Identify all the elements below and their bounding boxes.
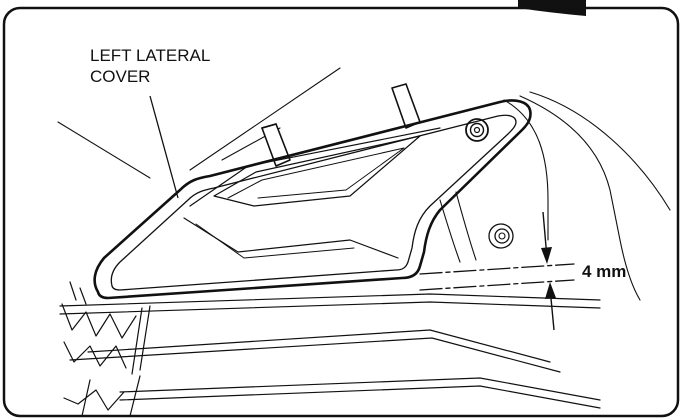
dimension-label: 4 mm: [582, 262, 626, 281]
reference-lines: [419, 263, 575, 291]
dimension-arrows: [541, 211, 556, 331]
cover-bolt: [465, 118, 489, 142]
callout-leader: [149, 95, 179, 199]
left-lateral-cover-outline: [93, 99, 532, 300]
cover-lower-ridge: [195, 223, 355, 259]
callout-label-line1: LEFT LATERAL: [90, 46, 210, 65]
cover-recess-upper: [189, 127, 441, 207]
lower-frame: [59, 281, 601, 417]
frame-grommet: [488, 223, 514, 249]
mounting-pins: [261, 83, 421, 167]
callout-label-line2: COVER: [90, 67, 150, 86]
left-lateral-cover-inner: [110, 114, 517, 291]
cover-recess-ridge: [213, 135, 421, 207]
cover-recess-ridge-inner: [227, 147, 405, 199]
figure-frame: [2, 6, 680, 418]
